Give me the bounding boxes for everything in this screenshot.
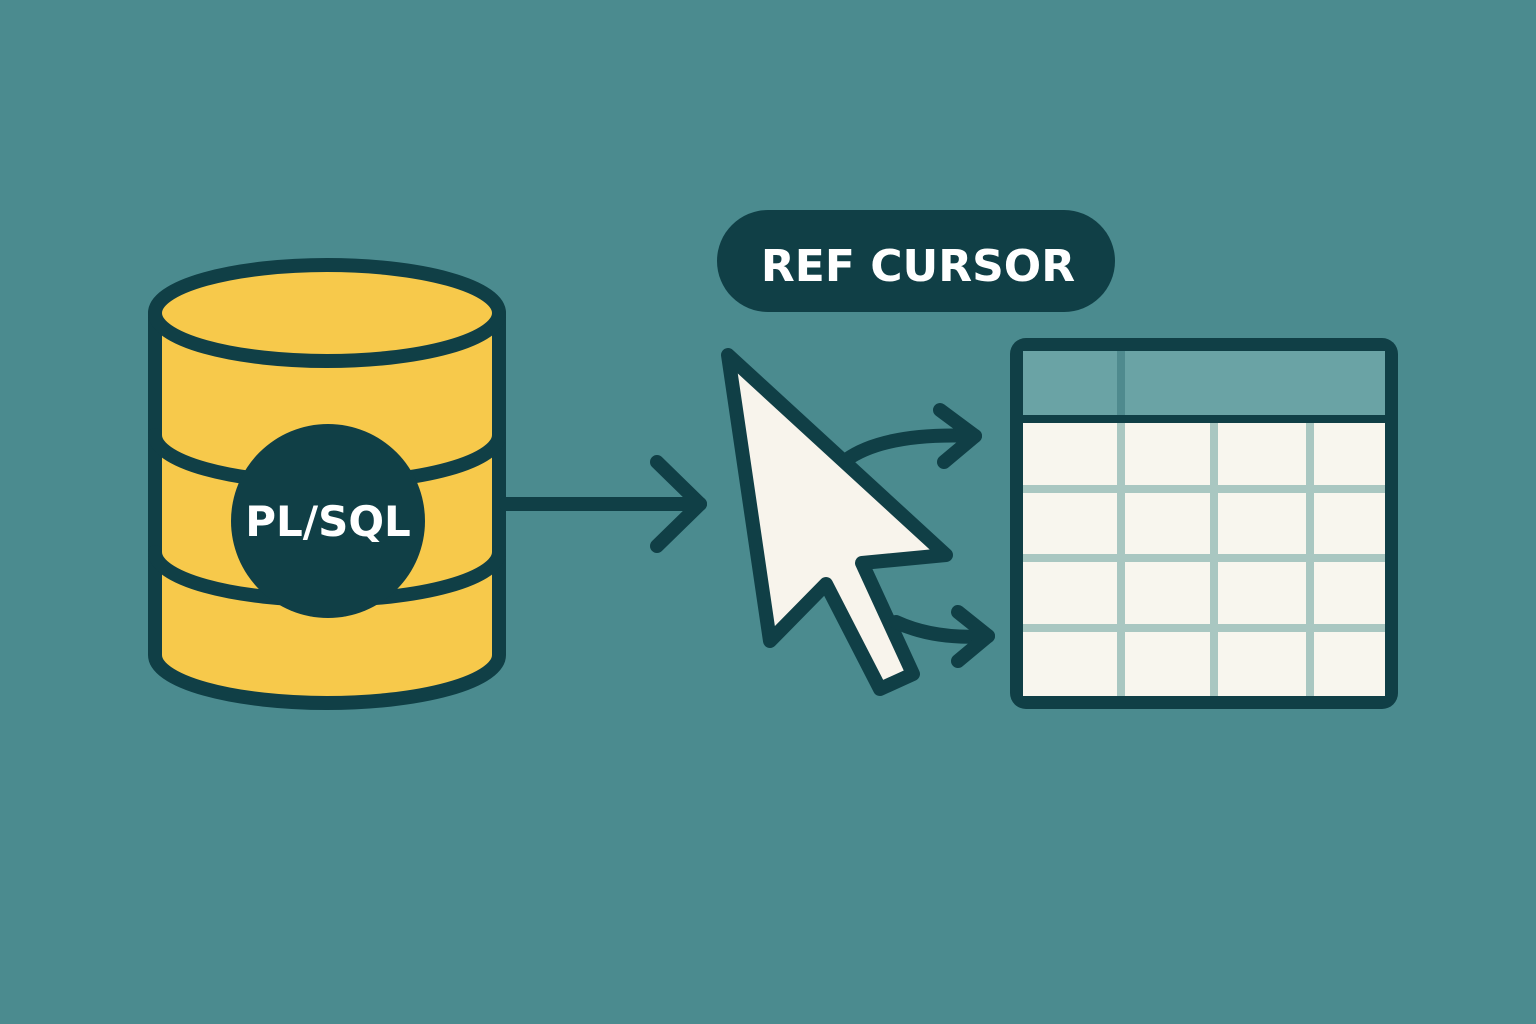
cursor-label: REF CURSOR — [761, 241, 1075, 292]
arrow-to-header — [839, 428, 982, 467]
ref-cursor-pill: REF CURSOR — [717, 210, 1115, 312]
database-top — [148, 258, 506, 368]
arrow-right-icon — [499, 455, 707, 553]
table-grid-icon — [1010, 338, 1398, 709]
arrow-right-icon — [839, 403, 995, 668]
table-header — [1023, 351, 1385, 415]
database-label: PL/SQL — [245, 497, 411, 546]
mouse-pointer-icon — [721, 348, 953, 696]
plsql-badge: PL/SQL — [231, 424, 425, 618]
